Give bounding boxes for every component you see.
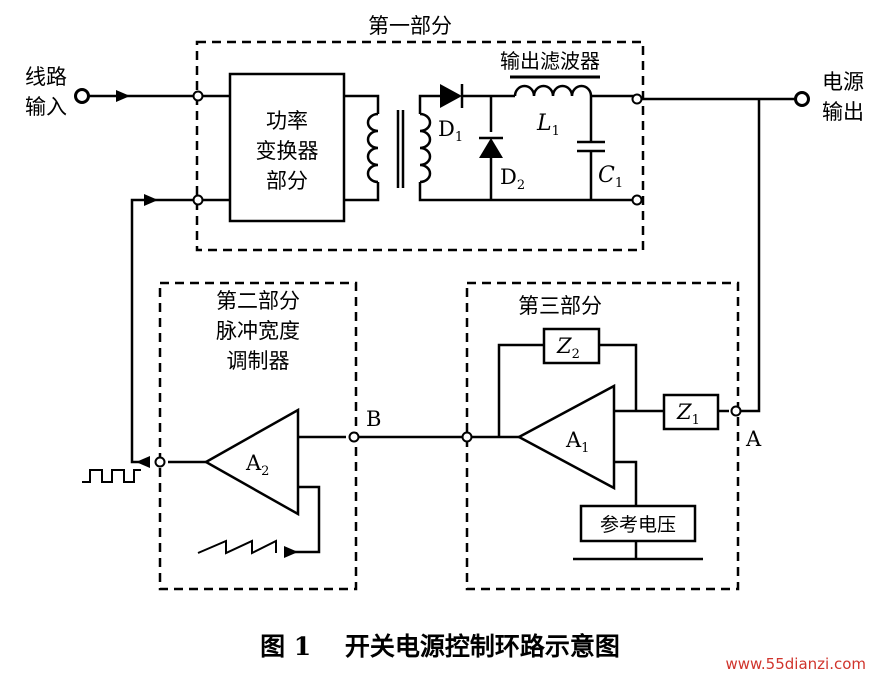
sawtooth-input-wire bbox=[290, 485, 321, 554]
node-b-label: B bbox=[366, 407, 381, 431]
power-output-label-2: 输出 bbox=[822, 100, 864, 124]
converter-label-2: 变换器 bbox=[256, 139, 319, 163]
pwm-pulse-waveform bbox=[82, 469, 141, 483]
l1-label: L1 bbox=[536, 111, 560, 139]
transformer-primary-coil bbox=[366, 112, 379, 184]
reference-voltage-label: 参考电压 bbox=[600, 514, 676, 536]
amplifier-a1 bbox=[516, 383, 616, 491]
z2-label: Z2 bbox=[556, 334, 580, 362]
primary-top-wire bbox=[344, 94, 380, 114]
line-input-terminal bbox=[74, 88, 90, 104]
part1-input-terminal-top bbox=[192, 90, 204, 102]
power-output-terminal bbox=[794, 91, 810, 107]
part2-label-2: 脉冲宽度 bbox=[216, 319, 300, 343]
a2-label: A2 bbox=[245, 451, 269, 479]
a1-label: A1 bbox=[565, 428, 589, 456]
node-a-label: A bbox=[745, 427, 762, 451]
power-output-label-1: 电源 bbox=[822, 70, 864, 94]
input-arrow-icon bbox=[116, 90, 130, 102]
converter-label-1: 功率 bbox=[266, 109, 308, 133]
secondary-top-wire bbox=[418, 94, 440, 114]
z2-right-wire bbox=[599, 343, 638, 411]
sawtooth-arrow-icon bbox=[284, 546, 298, 558]
inductor-l1 bbox=[513, 84, 593, 97]
output-to-a-wire bbox=[741, 99, 761, 413]
feedback-arrow-icon bbox=[144, 194, 158, 206]
part3-box bbox=[465, 281, 740, 591]
figure-caption: 图 1 开关电源控制环路示意图 bbox=[260, 632, 620, 661]
part3-label: 第三部分 bbox=[518, 294, 602, 318]
reference-voltage-block bbox=[579, 504, 697, 543]
z1-label: Z1 bbox=[676, 400, 700, 428]
node-b-terminal bbox=[348, 431, 360, 443]
part2-label-3: 调制器 bbox=[227, 349, 290, 373]
power-converter-block bbox=[228, 72, 346, 223]
d2-label: D2 bbox=[500, 165, 525, 193]
transformer-secondary-coil bbox=[419, 112, 432, 184]
part1-output-terminal-bottom bbox=[631, 194, 643, 206]
converter-label-3: 部分 bbox=[266, 169, 308, 193]
part1-output-terminal-top bbox=[631, 93, 643, 105]
sawtooth-waveform bbox=[197, 539, 277, 555]
output-filter-label: 输出滤波器 bbox=[500, 49, 600, 73]
part1-box bbox=[195, 40, 645, 252]
watermark-text: www.55dianzi.com bbox=[725, 655, 866, 673]
output-return-wire bbox=[418, 182, 636, 202]
primary-bottom-wire bbox=[344, 182, 380, 202]
z2-left-wire bbox=[497, 343, 544, 437]
amplifier-a2 bbox=[203, 407, 300, 517]
node-a-terminal bbox=[730, 405, 742, 417]
part2-label-1: 第二部分 bbox=[216, 289, 300, 313]
diode-d1 bbox=[440, 84, 462, 108]
part1-input-terminal-bottom bbox=[192, 194, 204, 206]
a1-to-reference-wire bbox=[614, 460, 638, 506]
line-input-label-1: 线路 bbox=[25, 65, 67, 89]
line-input-label-2: 输入 bbox=[25, 95, 67, 119]
d1-label: D1 bbox=[438, 117, 463, 145]
part3-input-terminal bbox=[461, 431, 473, 443]
part2-output-terminal bbox=[154, 456, 166, 468]
pwm-output-arrow-icon bbox=[136, 456, 150, 468]
part1-label: 第一部分 bbox=[368, 14, 452, 38]
diode-d2 bbox=[479, 138, 503, 158]
c1-label: C1 bbox=[598, 163, 623, 191]
